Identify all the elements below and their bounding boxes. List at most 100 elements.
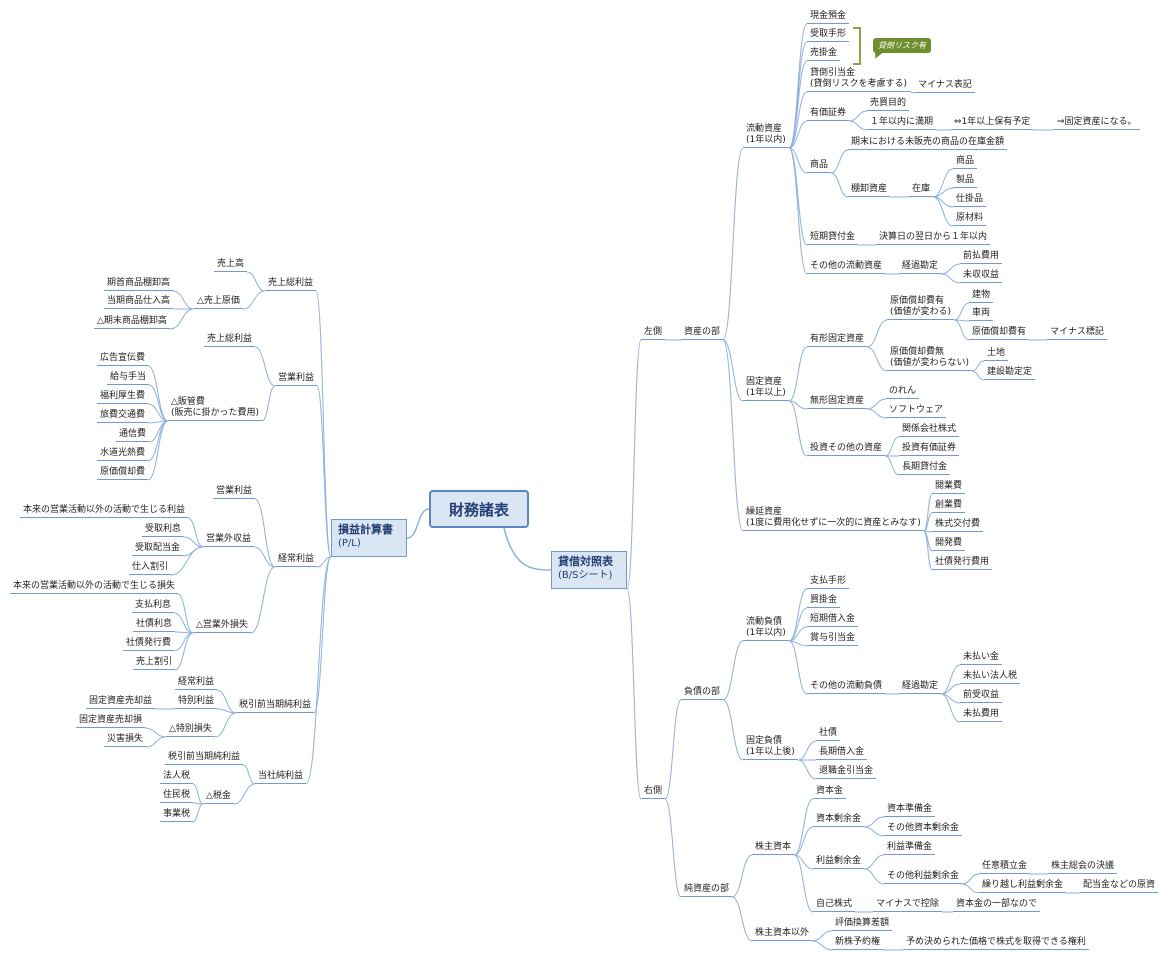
node-pl-ryohi[interactable]: 旅費交通費 [97,410,149,423]
node-pl-kimatsu[interactable]: △期末商品棚卸高 [94,316,170,329]
node-bs-shokyaku-ari3[interactable]: 原価償却費有 [969,327,1030,340]
node-pl-zeibikimae2[interactable]: 税引前当期純利益 [165,752,244,765]
node-bs-tochi[interactable]: 土地 [984,348,1009,361]
node-pl-jigyou[interactable]: 事業税 [160,809,194,822]
node-bs-kessanbi[interactable]: 決算日の翌日から１年以内 [876,232,991,245]
node-pl-keijou-rieki[interactable]: 経常利益 [275,554,318,567]
node-pl-saigai[interactable]: 災害損失 [104,734,147,747]
node-pl-uriage-waribiki[interactable]: 売上割引 [133,657,176,670]
pl-topic[interactable]: 損益計算書 (P/L) [331,519,407,557]
node-bs-mishu[interactable]: 未収収益 [960,270,1003,283]
node-bs-genkin[interactable]: 現金預金 [807,11,850,24]
node-pl-uketori-risoku[interactable]: 受取利息 [142,524,185,537]
node-bs-shihon-jouyo[interactable]: 資本剰余金 [813,814,865,827]
node-bs-miharai-hiyou[interactable]: 未払費用 [960,709,1003,722]
node-pl-tokubetsu-sonshitsu[interactable]: △特別損失 [166,724,215,737]
node-pl-touki-shiire[interactable]: 当期商品仕入高 [104,296,174,309]
node-pl-eigyougai-sonshitsu-desc[interactable]: 本来の営業活動以外の活動で生じる損失 [10,581,179,594]
node-bs-miharai[interactable]: 未払い金 [960,652,1003,665]
node-bs-maeuke[interactable]: 前受収益 [960,690,1003,703]
node-bs-software[interactable]: ソフトウェア [886,405,947,418]
node-bs-kabunushi[interactable]: 株主資本 [752,842,795,855]
node-bs-kaigyou[interactable]: 開業費 [932,481,966,494]
node-pl-tokubetsu-rieki[interactable]: 特別利益 [175,696,218,709]
node-pl-shasai-risoku[interactable]: 社債利息 [133,619,176,632]
node-bs-minus-hyouki2[interactable]: マイナス標記 [1047,327,1107,340]
node-pl-houjin[interactable]: 法人税 [160,771,194,784]
node-bs-genzairyo[interactable]: 原材料 [953,213,987,226]
node-bs-chouki-kariire[interactable]: 長期借入金 [816,747,868,760]
bs-topic[interactable]: 貸借対照表 (B/Sシート) [551,551,627,589]
node-bs-tatemono[interactable]: 建物 [969,290,994,303]
node-bs-noren[interactable]: のれん [886,386,920,399]
node-bs-sonota-ryudou-fusai[interactable]: その他の流動負債 [807,681,886,694]
node-pl-uriage-genka[interactable]: △売上原価 [194,296,243,309]
node-bs-shihon-junbi[interactable]: 資本準備金 [884,804,936,817]
node-bs-shiharai-tegata[interactable]: 支払手形 [807,576,850,589]
node-bs-shasai-hakkou[interactable]: 社債発行費用 [932,557,993,570]
node-bs-sonota-shihon[interactable]: その他資本剰余金 [884,823,963,836]
node-bs-yuka[interactable]: 有価証券 [807,108,850,121]
node-bs-hyouka[interactable]: 評価換算差額 [832,918,893,931]
node-bs-miharai-houjin[interactable]: 未払い法人税 [960,671,1021,684]
node-pl-uriage-sourieki2[interactable]: 売上総利益 [204,334,256,347]
node-bs-shisan[interactable]: 資産の部 [681,327,724,340]
node-pl-tsushin[interactable]: 通信費 [116,429,150,442]
node-bs-hoyu-yotei[interactable]: ⇔1年以上保有予定 [951,117,1034,130]
node-bs-toushi-yuka[interactable]: 投資有価証券 [899,443,960,456]
node-pl-uriage-sourieki[interactable]: 売上総利益 [265,278,317,291]
node-bs-kuenobe[interactable]: 繰延資産 (1度に費用化せずに一次的に資産とみなす) [743,507,924,531]
node-pl-suido[interactable]: 水道光熱費 [97,448,149,461]
node-bs-ryudou-fusai[interactable]: 流動負債 (1年以内) [743,617,789,641]
node-bs-shouhin2[interactable]: 商品 [953,156,978,169]
node-bs-rieki-junbi[interactable]: 利益準備金 [884,842,936,855]
node-bs-toushi[interactable]: 投資その他の資産 [807,443,886,456]
node-bs-tanki-kariire[interactable]: 短期借入金 [807,614,859,627]
node-bs-kashidaore[interactable]: 貸倒引当金 (貸倒リスクを考慮する) [807,68,911,92]
node-pl-fukuri[interactable]: 福利厚生費 [97,391,149,404]
node-pl-shasai-hakkou[interactable]: 社債発行費 [123,638,175,651]
node-bs-kimatsu-zaiko[interactable]: 期末における未販売の商品の在庫金額 [848,137,1008,150]
node-bs-mukei[interactable]: 無形固定資産 [807,396,868,409]
node-pl-hankan[interactable]: △販管費 (販売に掛かった費用) [168,397,263,421]
node-bs-maebarai[interactable]: 前払費用 [960,251,1003,264]
node-bs-kabushiki-koufu[interactable]: 株式交付費 [932,519,984,532]
node-pl-kyuyo[interactable]: 給与手当 [107,372,150,385]
node-bs-jiko-kabushiki[interactable]: 自己株式 [813,899,856,912]
node-bs-tanki-kashitsuke[interactable]: 短期貸付金 [807,232,859,245]
node-bs-chouki-kashitsuke[interactable]: 長期貸付金 [899,462,951,475]
node-bs-shinkabu-desc[interactable]: 予め決められた価格で株式を取得できる権利 [903,937,1089,950]
node-bs-shinkabu[interactable]: 新株予約権 [832,937,884,950]
node-bs-rieki-jouyo[interactable]: 利益剰余金 [813,856,865,869]
node-bs-keika-kanjou[interactable]: 経過勘定 [899,261,942,274]
node-pl-shiire-waribiki[interactable]: 仕入割引 [129,562,172,575]
node-bs-taishoku[interactable]: 退職金引当金 [816,766,877,779]
node-pl-zeibikimae[interactable]: 税引前当期純利益 [236,700,315,713]
node-bs-shasai[interactable]: 社債 [816,728,841,741]
node-bs-baibai[interactable]: 売買目的 [867,98,910,111]
node-bs-zaiko[interactable]: 在庫 [909,184,934,197]
node-bs-nini-tsumitate[interactable]: 任意積立金 [979,861,1031,874]
node-bs-genshi[interactable]: 配当金などの原資 [1080,880,1159,893]
node-pl-eigyou-rieki[interactable]: 営業利益 [275,373,318,386]
node-bs-yukei[interactable]: 有形固定資産 [807,334,868,347]
node-bs-sonota-ryudou[interactable]: その他の流動資産 [807,261,886,274]
risk-callout[interactable]: 貸倒リスク有 [873,38,931,53]
node-bs-kensetsu[interactable]: 建設勘定定 [984,367,1036,380]
node-bs-seihin[interactable]: 製品 [953,175,978,188]
node-bs-shouhin[interactable]: 商品 [807,160,832,173]
node-bs-uketori-tegata[interactable]: 受取手形 [807,29,850,42]
node-pl-uketori-haito[interactable]: 受取配当金 [132,543,184,556]
node-pl-eigyougai-shueki[interactable]: 営業外収益 [203,534,255,547]
node-bs-migi[interactable]: 右側 [641,786,666,799]
node-bs-shouyo[interactable]: 賞与引当金 [807,633,859,646]
node-pl-koukoku[interactable]: 広告宣伝費 [97,353,149,366]
node-bs-kotei-ni[interactable]: ⇒固定資産になる。 [1054,117,1140,130]
node-pl-tousha-jun[interactable]: 当社純利益 [255,771,307,784]
node-bs-minus-hyouki[interactable]: マイナス表記 [915,80,975,93]
node-bs-kurikoshi[interactable]: 繰り越し利益剰余金 [979,880,1067,893]
node-bs-kaihatsu[interactable]: 開発費 [932,538,966,551]
node-pl-eigyougai-sonshitsu[interactable]: △営業外損失 [193,620,251,633]
node-bs-hidari[interactable]: 左側 [641,327,666,340]
node-bs-ryudou-shisan[interactable]: 流動資産 (1年以内) [743,124,789,148]
